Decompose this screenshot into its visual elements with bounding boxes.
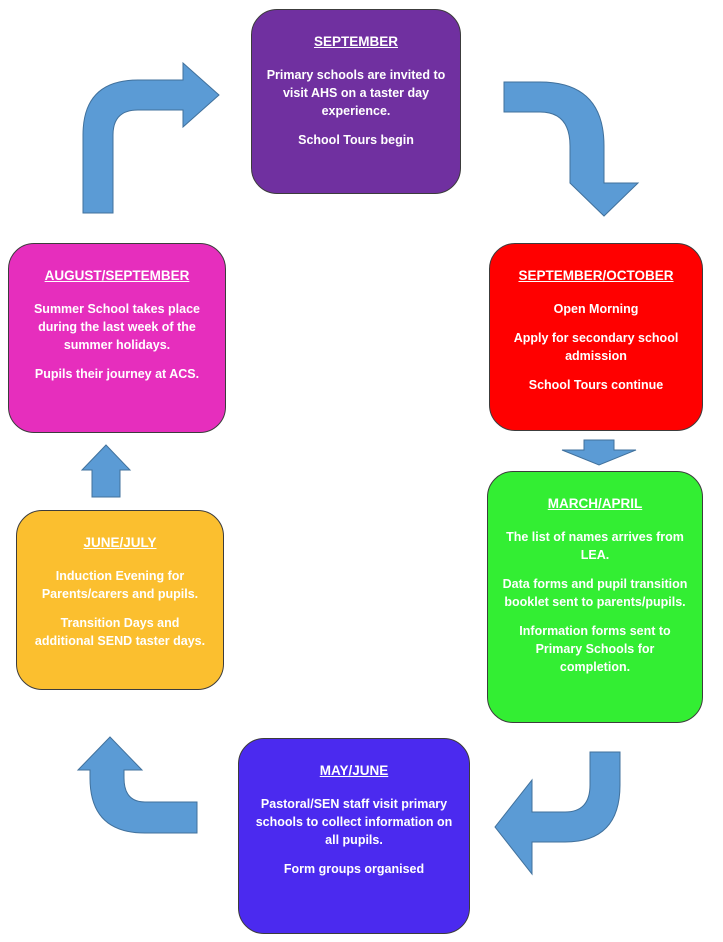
stage-may-june: MAY/JUNE Pastoral/SEN staff visit primar… xyxy=(238,738,470,934)
stage-june-july: JUNE/JULY Induction Evening for Parents/… xyxy=(16,510,224,690)
stage-september: SEPTEMBER Primary schools are invited to… xyxy=(251,9,461,194)
arrow-september-october-to-march-april xyxy=(561,439,637,466)
stage-august-september: AUGUST/SEPTEMBER Summer School takes pla… xyxy=(8,243,226,433)
stage-text: Form groups organised xyxy=(283,861,425,876)
stage-september-october: SEPTEMBER/OCTOBER Open Morning Apply for… xyxy=(489,243,703,431)
stage-text: Primary schools are invited to visit AHS… xyxy=(266,67,446,118)
stage-text: Pastoral/SEN staff visit primary schools… xyxy=(255,796,453,847)
stage-text: The list of names arrives from LEA. xyxy=(506,529,684,562)
stage-title: SEPTEMBER/OCTOBER xyxy=(518,268,674,283)
stage-title: SEPTEMBER xyxy=(313,34,398,49)
stage-title: MARCH/APRIL xyxy=(547,496,643,511)
stage-title: JUNE/JULY xyxy=(83,535,157,550)
stage-text: Data forms and pupil transition booklet … xyxy=(502,576,688,609)
stage-text: School Tours continue xyxy=(528,377,664,392)
stage-title: MAY/JUNE xyxy=(319,763,389,778)
stage-text: Transition Days and additional SEND tast… xyxy=(34,615,206,648)
stage-title: AUGUST/SEPTEMBER xyxy=(44,268,190,283)
stage-text: School Tours begin xyxy=(298,132,414,147)
arrow-june-july-to-august-september xyxy=(80,444,132,498)
arrow-september-to-september-october xyxy=(503,81,640,217)
stage-text: Information forms sent to Primary School… xyxy=(519,624,671,675)
stage-text: Apply for secondary school admission xyxy=(513,330,679,363)
arrow-may-june-to-june-july xyxy=(76,736,198,834)
stage-march-april: MARCH/APRIL The list of names arrives fr… xyxy=(487,471,703,723)
stage-text: Summer School takes place during the las… xyxy=(33,301,201,352)
stage-text: Pupils their journey at ACS. xyxy=(34,366,200,381)
stage-text: Open Morning xyxy=(553,301,639,316)
stage-text: Induction Evening for Parents/carers and… xyxy=(41,568,199,601)
arrow-august-september-to-september xyxy=(82,61,220,214)
arrow-march-april-to-may-june xyxy=(494,751,621,876)
